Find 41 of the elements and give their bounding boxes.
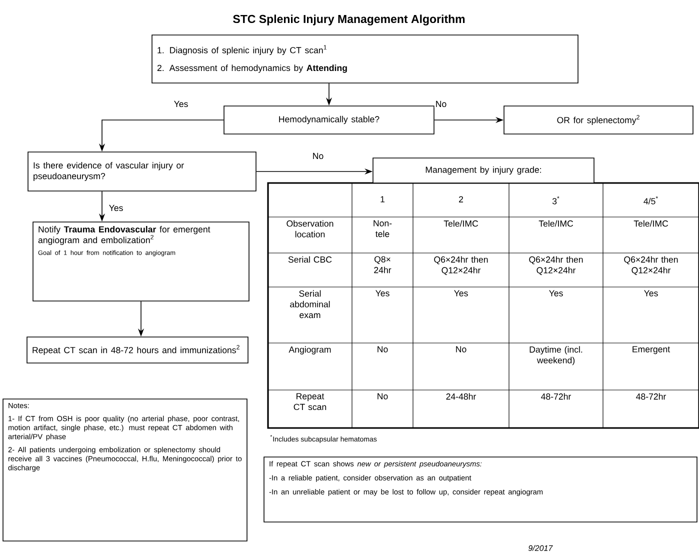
column-header: 1 xyxy=(380,196,385,202)
table-text: Tele/IMC xyxy=(634,220,668,227)
table-text: Non-tele xyxy=(374,220,392,238)
table-text: Tele/IMC xyxy=(444,220,478,227)
table-text: Q6×24hr then Q12×24hr xyxy=(529,256,583,275)
edge-label: No xyxy=(434,100,448,108)
table-text: Yes xyxy=(454,290,468,296)
table-text: Q6×24hr then Q12×24hr xyxy=(434,256,488,275)
table-text: 48-72hr xyxy=(636,393,666,400)
table-text: Q6×24hr then Q12×24hr xyxy=(624,256,678,275)
title: STC Splenic Injury Management Algorithm xyxy=(233,14,465,26)
table-text: 24-48hr xyxy=(446,393,476,400)
process-box: 1. Diagnosis of splenic injury by CT scan$^{1}$ 2. Assessment of hemodynamics by Attending xyxy=(152,34,578,84)
decision-box: Is there evidence of vascular injury or pseudoaneurysm? xyxy=(28,152,256,192)
table-text: 48-72hr xyxy=(541,393,572,400)
table-text: Yes xyxy=(549,290,563,296)
date: 9/2017 xyxy=(528,545,553,551)
table-text: Yes xyxy=(644,290,658,296)
row-label: Serial abdominal exam xyxy=(290,290,330,318)
column-header: 3$^{*}$ xyxy=(552,196,560,204)
edge-label: Yes xyxy=(172,100,190,108)
row-label: Serial CBC xyxy=(288,256,332,263)
header-box: Management by injury grade: xyxy=(372,158,594,184)
table-text: Tele/IMC xyxy=(538,220,574,227)
table-text: Emergent xyxy=(632,346,670,354)
row-label: Repeat CT scan xyxy=(294,393,326,410)
process-box: Repeat CT scan in 48-72 hours and immunizations$^{2}$ xyxy=(26,336,248,364)
table-text: No xyxy=(378,346,388,352)
table-text: No xyxy=(456,346,466,352)
row-label: Angiogram xyxy=(288,346,331,354)
table-text: Q8× 24hr xyxy=(374,256,392,274)
decision-box: Hemodynamically stable? xyxy=(224,106,434,134)
table-text: No xyxy=(378,393,388,400)
table-text: Yes xyxy=(376,290,390,296)
column-header: 4/5$^{*}$ xyxy=(644,196,658,204)
row-label: Observation location xyxy=(286,220,334,238)
column-header: 2 xyxy=(459,196,463,202)
edge-label: No xyxy=(311,152,325,160)
edge-label: Yes xyxy=(108,204,124,212)
process-box: OR for splenectomy$^{2}$ xyxy=(504,106,694,134)
table-text: Daytime (incl. weekend) xyxy=(530,346,582,366)
